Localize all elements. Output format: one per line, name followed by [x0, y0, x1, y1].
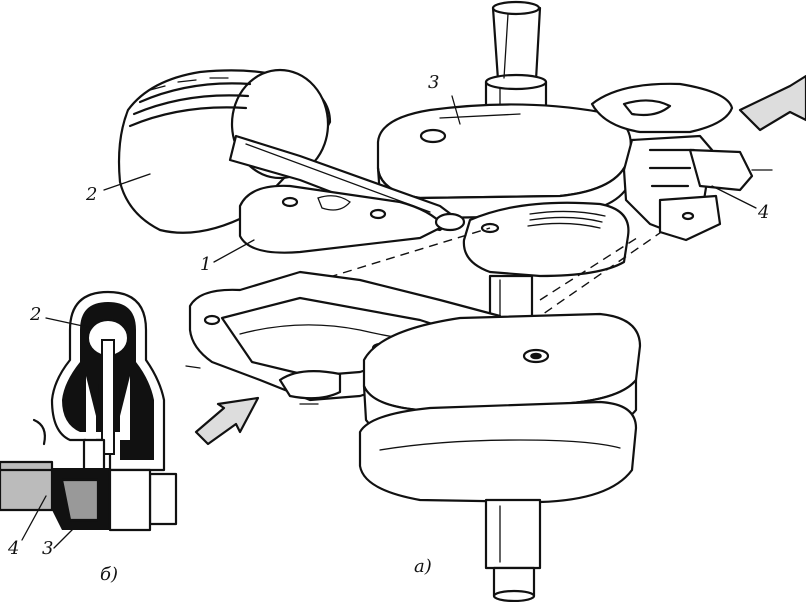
label-inset-bottom-right: 3	[42, 538, 54, 559]
valve-assembly-right	[590, 82, 773, 242]
label-valve-plate: 1	[200, 254, 212, 275]
valve-plate	[238, 184, 466, 254]
label-piston: 2	[86, 184, 98, 205]
middle-eccentric-disk	[462, 201, 630, 278]
valve-cross-section-inset	[0, 290, 178, 532]
label-inset-bottom-left: 4	[8, 538, 20, 559]
label-crankshaft: 3	[428, 72, 440, 93]
inset-leader-lines	[21, 317, 93, 549]
main-leader-lines	[103, 95, 757, 263]
flow-arrow-inlet	[194, 396, 260, 446]
label-valve-assembly: 4	[758, 202, 770, 223]
label-inset-top: 2	[30, 304, 42, 325]
shaft-bottom	[484, 498, 542, 602]
caption-inset: б)	[100, 564, 119, 585]
caption-main: а)	[414, 556, 432, 577]
flow-arrow-top-right	[738, 74, 806, 132]
bottom-disk	[358, 400, 638, 504]
